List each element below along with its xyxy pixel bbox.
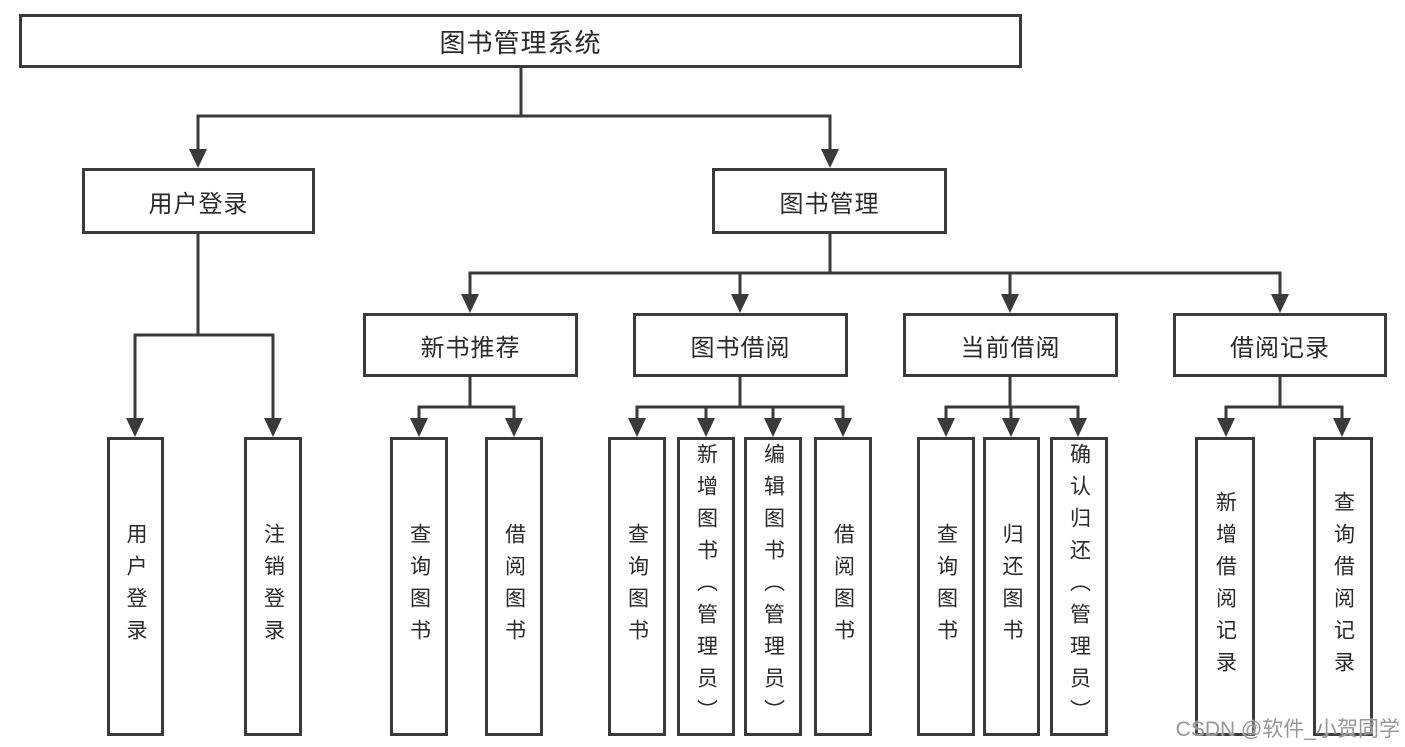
tree-node-new-book-recommend-label: 新书推荐 <box>420 334 521 362</box>
tree-leaf-bb-query-book: 查询图书 <box>608 437 666 736</box>
tree-leaf-cb-query-book: 查询图书 <box>917 437 975 736</box>
tree-leaf-cb-confirm-return-admin-label: 确认归还（管理员） <box>1067 442 1091 731</box>
tree-node-borrow-record-label: 借阅记录 <box>1230 334 1330 362</box>
tree-leaf-br-add-record-label: 新增借阅记录 <box>1213 490 1237 683</box>
tree-leaf-bb-add-book-admin: 新增图书（管理员） <box>677 437 735 736</box>
tree-leaf-user-login: 用户登录 <box>107 437 164 736</box>
tree-node-book-borrow: 图书借阅 <box>633 313 848 377</box>
tree-leaf-bb-borrow-book: 借阅图书 <box>814 437 872 736</box>
tree-leaf-cb-return-book-label: 归还图书 <box>1000 522 1023 651</box>
tree-node-borrow-record: 借阅记录 <box>1173 313 1387 377</box>
tree-leaf-nr-borrow-book-label: 借阅图书 <box>502 522 526 651</box>
tree-leaf-logout: 注销登录 <box>244 437 302 736</box>
tree-node-user-login-label: 用户登录 <box>148 190 249 218</box>
tree-leaf-br-query-record: 查询借阅记录 <box>1313 437 1373 736</box>
tree-node-root-label: 图书管理系统 <box>439 27 602 58</box>
tree-leaf-cb-query-book-label: 查询图书 <box>934 522 958 651</box>
tree-node-user-login: 用户登录 <box>82 168 315 234</box>
tree-leaf-bb-query-book-label: 查询图书 <box>625 522 649 651</box>
tree-leaf-logout-label: 注销登录 <box>261 522 285 651</box>
tree-leaf-br-add-record: 新增借阅记录 <box>1195 437 1255 736</box>
tree-leaf-br-query-record-label: 查询借阅记录 <box>1331 490 1355 683</box>
tree-leaf-cb-return-book: 归还图书 <box>983 437 1040 736</box>
tree-node-current-borrow: 当前借阅 <box>903 313 1118 377</box>
tree-leaf-bb-edit-book-admin: 编辑图书（管理员） <box>744 437 802 736</box>
tree-leaf-bb-add-book-admin-label: 新增图书（管理员） <box>694 442 718 731</box>
csdn-watermark: CSDN @软件_小贺同学 <box>1175 718 1400 741</box>
arrowhead-icons <box>126 149 1351 437</box>
tree-node-current-borrow-label: 当前借阅 <box>960 334 1061 362</box>
tree-leaf-user-login-label: 用户登录 <box>124 522 147 651</box>
tree-node-book-borrow-label: 图书借阅 <box>690 334 791 362</box>
tree-leaf-nr-query-book: 查询图书 <box>390 437 448 736</box>
tree-node-root: 图书管理系统 <box>19 14 1022 68</box>
tree-node-new-book-recommend: 新书推荐 <box>363 313 578 377</box>
tree-leaf-cb-confirm-return-admin: 确认归还（管理员） <box>1050 437 1108 736</box>
tree-leaf-nr-borrow-book: 借阅图书 <box>485 437 543 736</box>
tree-leaf-bb-edit-book-admin-label: 编辑图书（管理员） <box>761 442 785 731</box>
tree-node-book-management-label: 图书管理 <box>779 190 880 218</box>
tree-node-book-management: 图书管理 <box>712 168 947 234</box>
tree-leaf-nr-query-book-label: 查询图书 <box>407 522 431 651</box>
tree-leaf-bb-borrow-book-label: 借阅图书 <box>831 522 855 651</box>
